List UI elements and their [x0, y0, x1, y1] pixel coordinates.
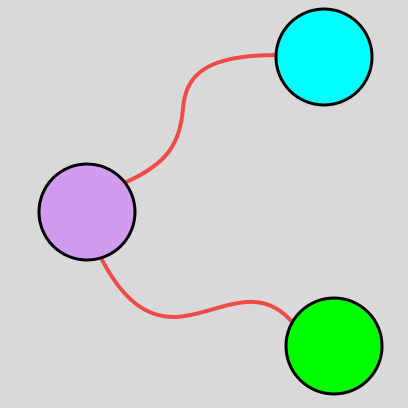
edge-root-to-green [99, 256, 295, 325]
purple-node [37, 162, 137, 262]
edge-root-to-cyan [122, 53, 280, 185]
green-node [284, 296, 384, 396]
nodes-layer [37, 7, 384, 396]
edges-layer [99, 53, 295, 325]
cyan-node [274, 7, 374, 107]
